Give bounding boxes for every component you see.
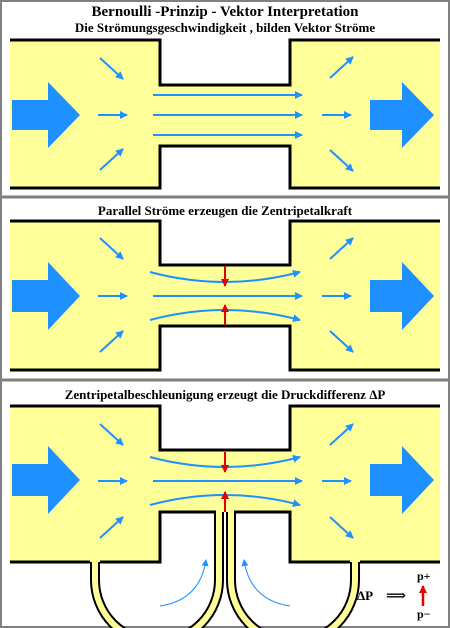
main-title: Bernoulli -Prinzip - Vektor Interpretati… [92,4,360,20]
subtitle: Die Strömungsgeschwindigkeit , bilden Ve… [75,20,375,35]
p-minus-label: p− [417,607,431,621]
velocity-vector [329,423,354,446]
manometer-flow-arrow [241,559,291,607]
channel-top-wall [10,219,440,267]
outflow-arrow-icon [370,262,434,330]
outflow-arrow-icon [370,446,434,514]
channel-bottom-wall [10,324,440,372]
channel-bottom-wall [10,510,440,564]
channel-bottom-wall [10,144,440,190]
channel-panel-2 [10,219,440,372]
manometer-flow-arrow [159,559,209,607]
inflow-arrow-icon [12,446,80,514]
delta-p-label: ΔP [357,588,373,603]
inflow-arrow-icon [12,82,80,148]
velocity-vector [99,516,124,539]
velocity-vector [99,57,124,80]
velocity-vector [329,516,354,539]
channel-top-wall [10,404,440,452]
p-plus-label: p+ [417,569,431,583]
velocity-vector [99,330,124,353]
velocity-vector [99,148,124,171]
velocity-vector [329,330,354,353]
panel2-title: Parallel Ströme erzeugen die Zentripetal… [98,203,353,218]
velocity-vector [99,237,124,260]
velocity-vector [99,423,124,446]
channel-panel-1 [10,38,440,190]
velocity-vector [329,237,354,260]
manometer-flow-lines [159,559,291,607]
pressure-legend: ΔP ⟹ p+ p− [357,569,431,621]
inflow-arrow-icon [12,262,80,330]
u-tube-manometer [90,510,360,628]
channel-top-wall [10,38,440,87]
velocity-vector [329,149,354,172]
velocity-vector [329,56,354,79]
channel-panel-3: ΔP ⟹ p+ p− [10,404,440,628]
panel3-title: Zentripetalbeschleunigung erzeugt die Dr… [65,387,386,402]
outflow-arrow-icon [370,82,434,148]
implies-arrow-icon: ⟹ [386,589,406,604]
velocity-vectors [98,56,354,172]
